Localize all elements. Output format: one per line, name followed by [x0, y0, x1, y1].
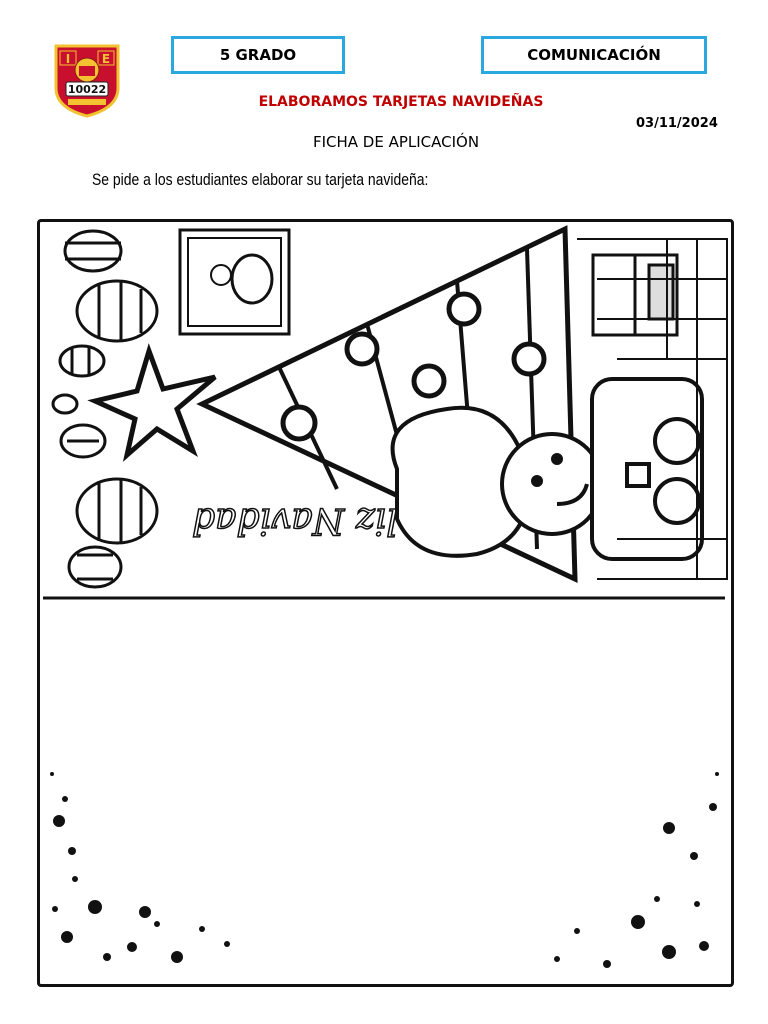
page-title: ELABORAMOS TARJETAS NAVIDEÑAS — [258, 94, 544, 110]
logo-letter-right: E — [102, 52, 110, 66]
gift-box — [591, 253, 679, 337]
subject-box: COMUNICACIÓN — [481, 36, 707, 74]
card-frame — [37, 219, 734, 987]
logo-letter-left: I — [66, 52, 70, 66]
subject-label: COMUNICACIÓN — [527, 46, 661, 64]
ornaments-group — [51, 229, 159, 589]
grade-label: 5 GRADO — [219, 46, 297, 64]
child-figure — [390, 377, 704, 561]
instruction-text: Se pide a los estudiantes elaborar su ta… — [92, 170, 429, 189]
date-label: 03/11/2024 — [636, 116, 718, 131]
worksheet-subtitle: FICHA DE APLICACIÓN — [312, 133, 480, 151]
star-icon — [87, 343, 217, 462]
school-logo: I E 10022 — [54, 44, 120, 118]
logo-number: 10022 — [68, 83, 106, 96]
blanket-pattern — [577, 238, 728, 580]
grade-box: 5 GRADO — [171, 36, 345, 74]
card-illustration: Feliz Navidad — [43, 225, 728, 968]
snow-dots — [50, 772, 719, 968]
